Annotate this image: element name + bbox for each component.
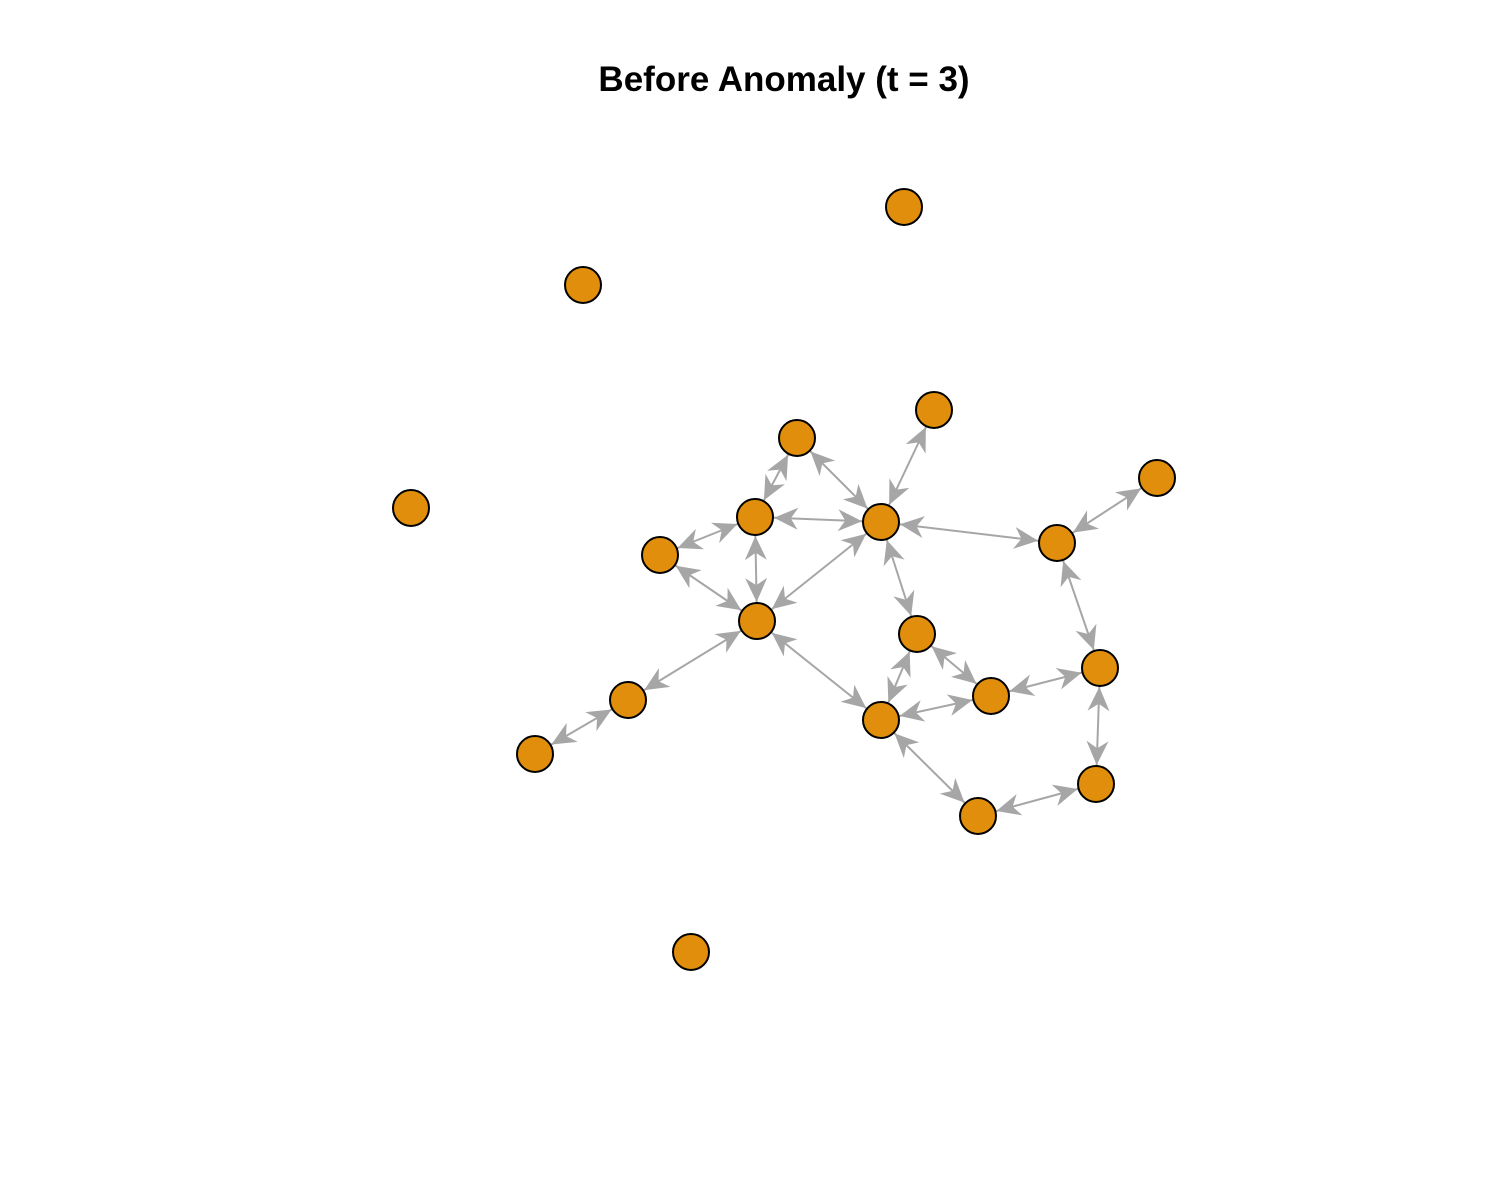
- edge-arrowhead: [893, 589, 915, 616]
- edge-arrowhead: [551, 722, 578, 745]
- edge-arrowhead: [1075, 623, 1097, 651]
- edge-arrowhead: [644, 668, 671, 691]
- edge-arrowhead: [1087, 686, 1110, 712]
- edge-arrowhead: [710, 522, 738, 544]
- edge-arrowhead: [905, 427, 926, 454]
- graph-node-n2: [564, 266, 602, 304]
- edge-arrowhead: [763, 473, 785, 501]
- edge-arrowhead: [767, 454, 789, 482]
- nodes-layer: [392, 188, 1176, 971]
- edge-arrowhead: [1055, 668, 1082, 690]
- graph-node-n11: [609, 681, 647, 719]
- edges-layer: [534, 409, 1158, 817]
- edge-n12-n16: [1056, 542, 1101, 669]
- edge-n9-n13: [756, 620, 882, 721]
- graph-node-n21: [1138, 459, 1176, 497]
- edge-n9-n10: [756, 521, 882, 622]
- graph-node-n18: [516, 735, 554, 773]
- graph-node-n1: [885, 188, 923, 226]
- edge-n17-n19: [977, 783, 1097, 817]
- graph-node-n5: [778, 419, 816, 457]
- graph-node-n20: [672, 933, 710, 971]
- edge-arrowhead: [771, 632, 798, 657]
- edge-arrowhead: [996, 794, 1023, 816]
- edge-arrowhead: [1009, 674, 1036, 696]
- edge-n12-n21: [1056, 477, 1158, 544]
- graph-node-n10: [862, 503, 900, 541]
- edge-arrowhead: [675, 565, 702, 589]
- edge-arrowhead: [773, 507, 799, 530]
- edge-arrowhead: [1086, 740, 1109, 766]
- edge-arrowhead: [894, 733, 920, 759]
- edge-arrowhead: [842, 483, 868, 509]
- edge-n4-n10: [880, 409, 935, 523]
- edge-n7-n10: [754, 507, 882, 532]
- graph-node-n15: [972, 677, 1010, 715]
- edge-n10-n12: [880, 516, 1058, 549]
- graph-node-n6: [641, 536, 679, 574]
- graph-node-n17: [959, 797, 997, 835]
- edge-n13-n17: [880, 719, 979, 817]
- graph-node-n7: [736, 498, 774, 536]
- graph-node-n13: [862, 701, 900, 739]
- graph-node-n19: [1077, 765, 1115, 803]
- edge-n10-n14: [880, 521, 918, 635]
- graph-node-n16: [1081, 649, 1119, 687]
- edge-arrowhead: [837, 509, 863, 532]
- edge-arrowhead: [714, 630, 741, 653]
- edge-arrowhead: [887, 676, 908, 703]
- edge-arrowhead: [677, 528, 705, 550]
- graph-node-n9: [738, 602, 776, 640]
- edge-arrowhead: [946, 694, 973, 716]
- edge-arrowhead: [950, 659, 977, 684]
- edge-arrowhead: [899, 516, 926, 539]
- graph-node-n12: [1038, 524, 1076, 562]
- edge-arrowhead: [1060, 560, 1082, 588]
- edge-arrowhead: [889, 478, 910, 505]
- edge-arrowhead: [840, 684, 867, 709]
- edge-arrowhead: [1114, 488, 1142, 511]
- edge-arrowhead: [745, 577, 768, 603]
- edge-n6-n9: [659, 554, 758, 622]
- graph-node-n3: [392, 489, 430, 527]
- edge-arrowhead: [931, 646, 958, 671]
- edge-arrowhead: [715, 587, 742, 611]
- edge-arrowhead: [1051, 784, 1078, 806]
- edge-n9-n11: [627, 620, 758, 701]
- edge-arrowhead: [1012, 526, 1039, 549]
- edge-n5-n10: [796, 437, 882, 523]
- edge-arrowhead: [840, 533, 867, 558]
- edge-arrowhead: [883, 540, 905, 567]
- edge-arrowhead: [771, 585, 798, 610]
- plot-title: Before Anomaly (t = 3): [598, 60, 970, 99]
- edge-arrowhead: [939, 777, 965, 803]
- edge-arrowhead: [1072, 510, 1100, 533]
- edge-arrowhead: [585, 709, 612, 732]
- graph-node-n4: [915, 391, 953, 429]
- edge-n16-n19: [1086, 667, 1110, 785]
- edge-arrowhead: [899, 700, 926, 722]
- edge-arrowhead: [890, 651, 911, 678]
- edge-arrowhead: [744, 535, 767, 561]
- graph-node-n14: [898, 615, 936, 653]
- edge-arrowhead: [810, 451, 836, 477]
